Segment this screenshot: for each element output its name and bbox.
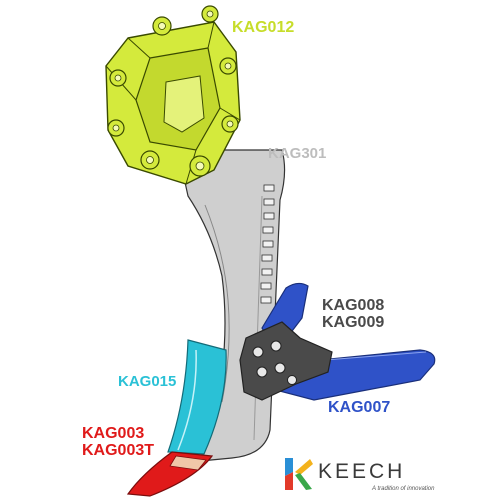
point-kag003: [126, 451, 214, 497]
bracket-kag008-kag009: [239, 321, 333, 401]
label-kag007-text: KAG007: [328, 399, 391, 416]
label-kag007: KAG007: [328, 399, 391, 417]
label-kag003: KAG003 KAG003T: [82, 425, 155, 460]
keech-k-logo-icon: [285, 458, 313, 490]
shank-adjustment-holes: [260, 184, 275, 304]
label-kag301: KAG301: [268, 146, 326, 162]
label-kag301-text: KAG301: [268, 145, 327, 162]
label-kag015-text: KAG015: [118, 373, 177, 390]
shin-kag015: [167, 339, 227, 455]
label-kag003t-text: KAG003T: [82, 441, 155, 459]
logo-tagline: A tradition of innovation: [372, 486, 435, 492]
label-kag012: KAG012: [232, 19, 295, 37]
label-kag008-text: KAG008: [322, 297, 385, 314]
label-kag009-text: KAG009: [322, 313, 385, 331]
label-kag012-text: KAG012: [232, 19, 295, 36]
label-kag015: KAG015: [118, 374, 176, 390]
logo-brand-text: KEECH: [318, 460, 406, 483]
label-kag003-text: KAG003: [82, 425, 145, 442]
clamp-kag012: [105, 5, 241, 185]
keech-logo: KEECH A tradition of innovation: [282, 456, 482, 496]
label-kag008-kag009: KAG008 KAG009: [322, 297, 385, 332]
